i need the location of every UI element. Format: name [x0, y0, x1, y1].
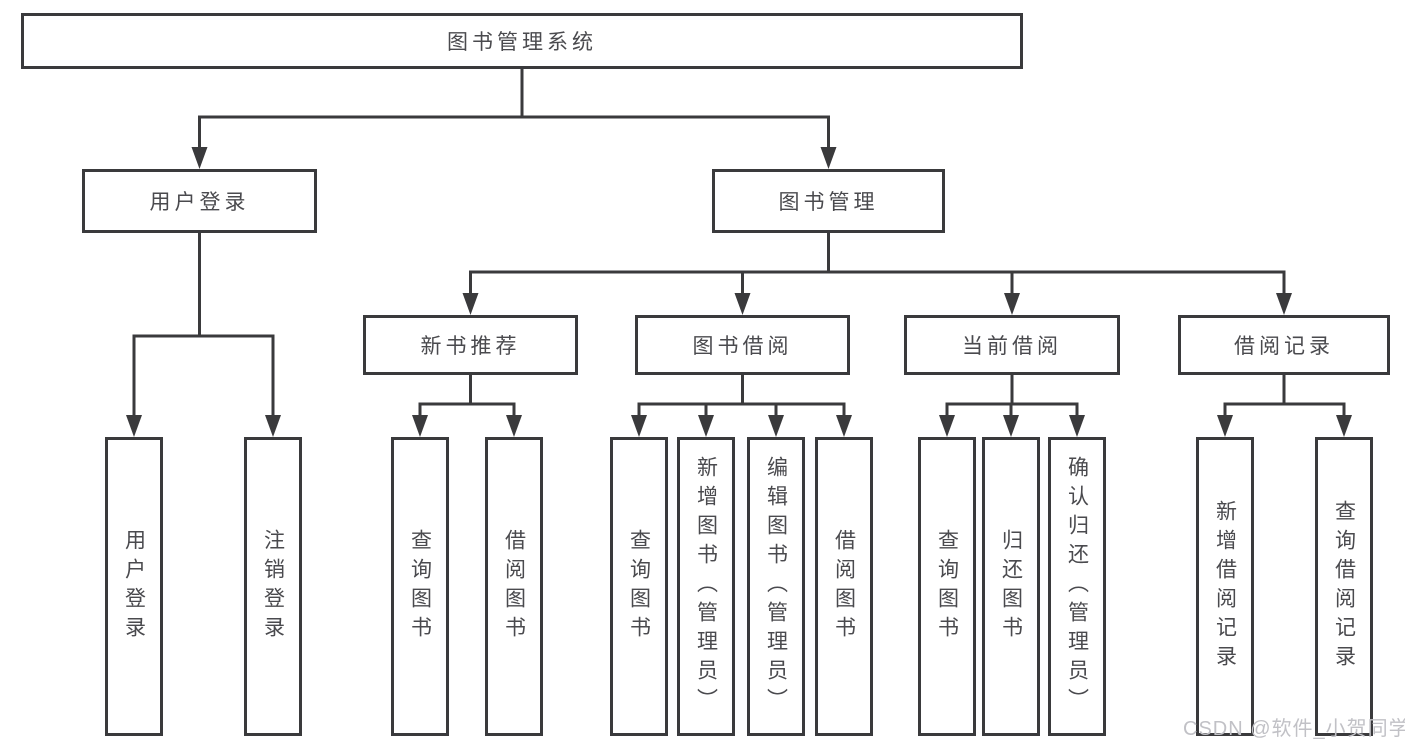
node-label: 注销登录 [261, 528, 285, 645]
node-label: 新增图书（管理员） [694, 456, 718, 717]
node-label: 查询图书 [935, 528, 959, 645]
node-book-management: 图书管理 [712, 169, 945, 233]
leaf-user-login: 用户登录 [105, 437, 163, 736]
leaf-query-books-current: 查询图书 [918, 437, 976, 736]
node-current-borrowing: 当前借阅 [904, 315, 1120, 375]
node-label: 查询图书 [627, 528, 651, 645]
node-new-book-recommend: 新书推荐 [363, 315, 578, 375]
node-label: 图书管理 [778, 191, 879, 214]
node-label: 编辑图书（管理员） [764, 456, 788, 717]
leaf-confirm-return-admin: 确认归还（管理员） [1048, 437, 1106, 736]
leaf-edit-book-admin: 编辑图书（管理员） [747, 437, 805, 736]
leaf-query-books-recommend: 查询图书 [391, 437, 449, 736]
node-label: 用户登录 [149, 191, 250, 214]
leaf-query-borrow-record: 查询借阅记录 [1315, 437, 1373, 736]
leaf-borrow-books-borrowing: 借阅图书 [815, 437, 873, 736]
leaf-add-book-admin: 新增图书（管理员） [677, 437, 735, 736]
node-label: 借阅图书 [502, 528, 526, 645]
node-label: 新增借阅记录 [1213, 499, 1237, 674]
leaf-logout: 注销登录 [244, 437, 302, 736]
node-label: 图书借阅 [692, 335, 793, 358]
node-label: 归还图书 [999, 528, 1023, 645]
leaf-return-books: 归还图书 [982, 437, 1040, 736]
node-label: 查询图书 [408, 528, 432, 645]
node-label: 查询借阅记录 [1332, 499, 1356, 674]
node-book-borrowing: 图书借阅 [635, 315, 850, 375]
leaf-add-borrow-record: 新增借阅记录 [1196, 437, 1254, 736]
node-label: 图书管理系统 [447, 31, 597, 54]
node-user-login: 用户登录 [82, 169, 317, 233]
watermark-text: CSDN @软件_小贺同学 [1183, 718, 1405, 740]
node-system-root: 图书管理系统 [21, 13, 1023, 69]
node-label: 确认归还（管理员） [1065, 456, 1089, 717]
leaf-query-books-borrowing: 查询图书 [610, 437, 668, 736]
node-borrow-records: 借阅记录 [1178, 315, 1390, 375]
node-label: 用户登录 [122, 528, 146, 645]
node-label: 当前借阅 [962, 335, 1062, 358]
node-label: 借阅图书 [832, 528, 856, 645]
node-label: 新书推荐 [420, 335, 521, 358]
node-label: 借阅记录 [1234, 335, 1334, 358]
leaf-borrow-books-recommend: 借阅图书 [485, 437, 543, 736]
